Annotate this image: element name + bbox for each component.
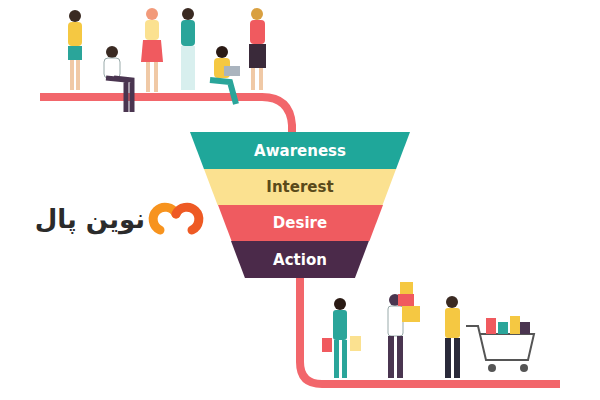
funnel-band: Desire (218, 205, 383, 241)
funnel-band: Awareness (190, 132, 410, 169)
track-line (300, 270, 560, 384)
shopping-cart (466, 316, 534, 372)
logo-icon (153, 207, 199, 230)
person-figure (210, 46, 240, 104)
person-figure (141, 8, 163, 92)
person-figure (249, 8, 266, 90)
funnel-band: Action (231, 241, 369, 278)
shopper-figure (445, 296, 460, 378)
logo-text: نوین پال (35, 204, 145, 234)
person-figure (104, 46, 132, 112)
band-label: Desire (218, 205, 383, 241)
band-label: Awareness (190, 132, 410, 169)
funnel-band: Interest (204, 169, 396, 205)
person-figure (68, 10, 82, 90)
shopper-figure (322, 298, 361, 378)
band-label: Action (231, 241, 369, 278)
band-label: Interest (204, 169, 396, 205)
person-figure (181, 8, 195, 90)
shopper-figure (388, 282, 420, 378)
